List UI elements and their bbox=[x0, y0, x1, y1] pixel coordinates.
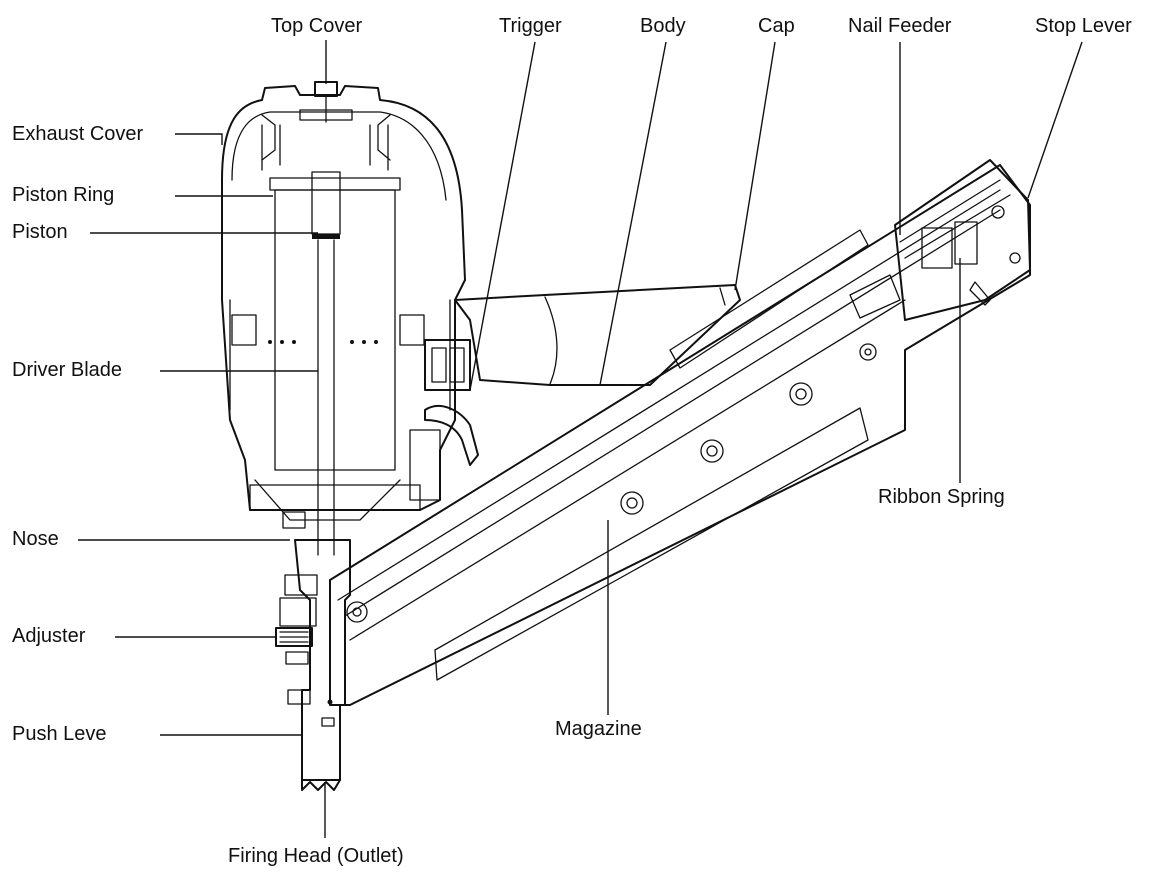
label-firing-head: Firing Head (Outlet) bbox=[228, 845, 404, 867]
top-cover-drawing bbox=[261, 81, 391, 161]
label-piston: Piston bbox=[12, 221, 68, 243]
label-body: Body bbox=[640, 15, 686, 37]
label-ribbon-spring: Ribbon Spring bbox=[878, 486, 1005, 508]
magazine-drawing bbox=[329, 164, 1031, 706]
nose-assembly-drawing bbox=[275, 511, 351, 791]
label-top-cover: Top Cover bbox=[271, 15, 363, 37]
label-trigger: Trigger bbox=[499, 15, 562, 37]
cylinder-housing-drawing bbox=[221, 85, 466, 556]
handle-drawing bbox=[454, 229, 869, 386]
leader-lines bbox=[78, 40, 1083, 838]
label-cap: Cap bbox=[758, 15, 795, 37]
label-driver-blade: Driver Blade bbox=[12, 359, 123, 381]
trigger-drawing bbox=[409, 339, 479, 501]
nail-feeder-drawing bbox=[849, 159, 1031, 321]
label-piston-ring: Piston Ring bbox=[12, 184, 115, 206]
label-stop-lever: Stop Lever bbox=[1035, 15, 1132, 37]
label-exhaust-cover: Exhaust Cover bbox=[12, 123, 144, 145]
label-adjuster: Adjuster bbox=[12, 625, 86, 647]
label-magazine: Magazine bbox=[555, 718, 642, 740]
label-nose: Nose bbox=[12, 528, 59, 550]
label-push-leve: Push Leve bbox=[12, 723, 107, 745]
label-nail-feeder: Nail Feeder bbox=[848, 15, 952, 37]
